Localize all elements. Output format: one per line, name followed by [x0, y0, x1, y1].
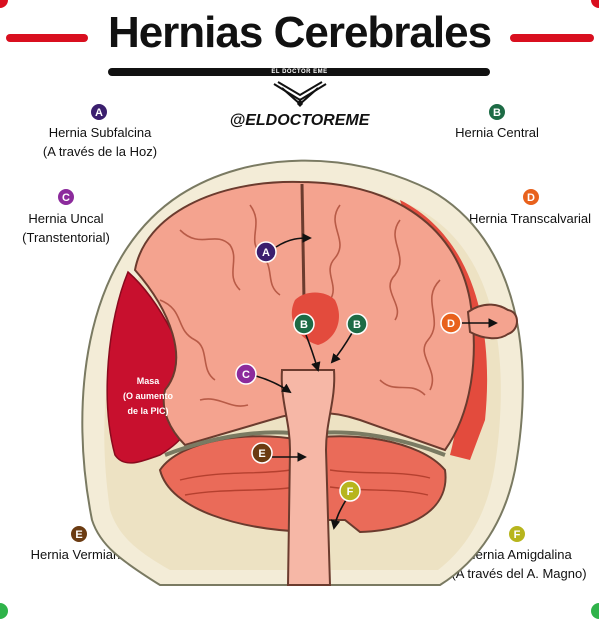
legend-f-line2: (A través del A. Magno)	[451, 566, 587, 581]
legend-badge-f: F	[508, 525, 526, 543]
brand-text: EL DOCTOR EME	[271, 69, 328, 75]
svg-text:B: B	[300, 319, 308, 331]
legend-badge-c: C	[57, 188, 75, 206]
legend-f-line1: Hernia Amigdalina	[466, 547, 572, 562]
svg-text:B: B	[353, 319, 361, 331]
marker-f: F	[339, 480, 361, 502]
mass-label-line2: (O aumento	[123, 391, 174, 401]
corner-dot-top-right	[591, 0, 599, 8]
legend-c-line1: Hernia Uncal	[28, 211, 104, 226]
header-red-bar-left	[6, 34, 88, 42]
header-black-bar	[108, 68, 490, 76]
marker-c: C	[235, 363, 257, 385]
legend-badge-a: A	[90, 103, 108, 121]
brand-logo-icon	[273, 81, 327, 107]
legend-c-line2: (Transtentorial)	[22, 230, 110, 245]
marker-a: A	[255, 241, 277, 263]
page-title: Hernias Cerebrales	[107, 8, 492, 57]
legend-b-line1: Hernia Central	[455, 125, 539, 140]
legend-badge-d: D	[522, 188, 540, 206]
header-red-bar-right	[510, 34, 594, 42]
svg-text:A: A	[262, 247, 270, 259]
marker-e: E	[251, 442, 273, 464]
mass-label-line3: de la PIC)	[127, 406, 168, 416]
legend-d-line1: Hernia Transcalvarial	[468, 211, 592, 226]
social-handle: @ELDOCTOREME	[229, 112, 370, 129]
svg-text:D: D	[447, 318, 455, 330]
svg-text:F: F	[347, 486, 354, 498]
legend-e-line1: Hernia Vermiana	[30, 547, 128, 562]
legend-badge-e: E	[70, 525, 88, 543]
legend-a-line2: (A través de la Hoz)	[42, 144, 158, 159]
marker-d: D	[440, 312, 462, 334]
svg-text:C: C	[242, 369, 250, 381]
svg-text:E: E	[258, 448, 265, 460]
legend-a-line1: Hernia Subfalcina	[48, 125, 152, 140]
brainstem	[280, 369, 336, 586]
marker-b-right: B	[346, 313, 368, 335]
legend-badge-b: B	[488, 103, 506, 121]
mass-label-line1: Masa	[137, 376, 161, 386]
marker-b-left: B	[293, 313, 315, 335]
transcalvarial-bulge	[466, 303, 518, 340]
corner-dot-top-left	[0, 0, 8, 8]
